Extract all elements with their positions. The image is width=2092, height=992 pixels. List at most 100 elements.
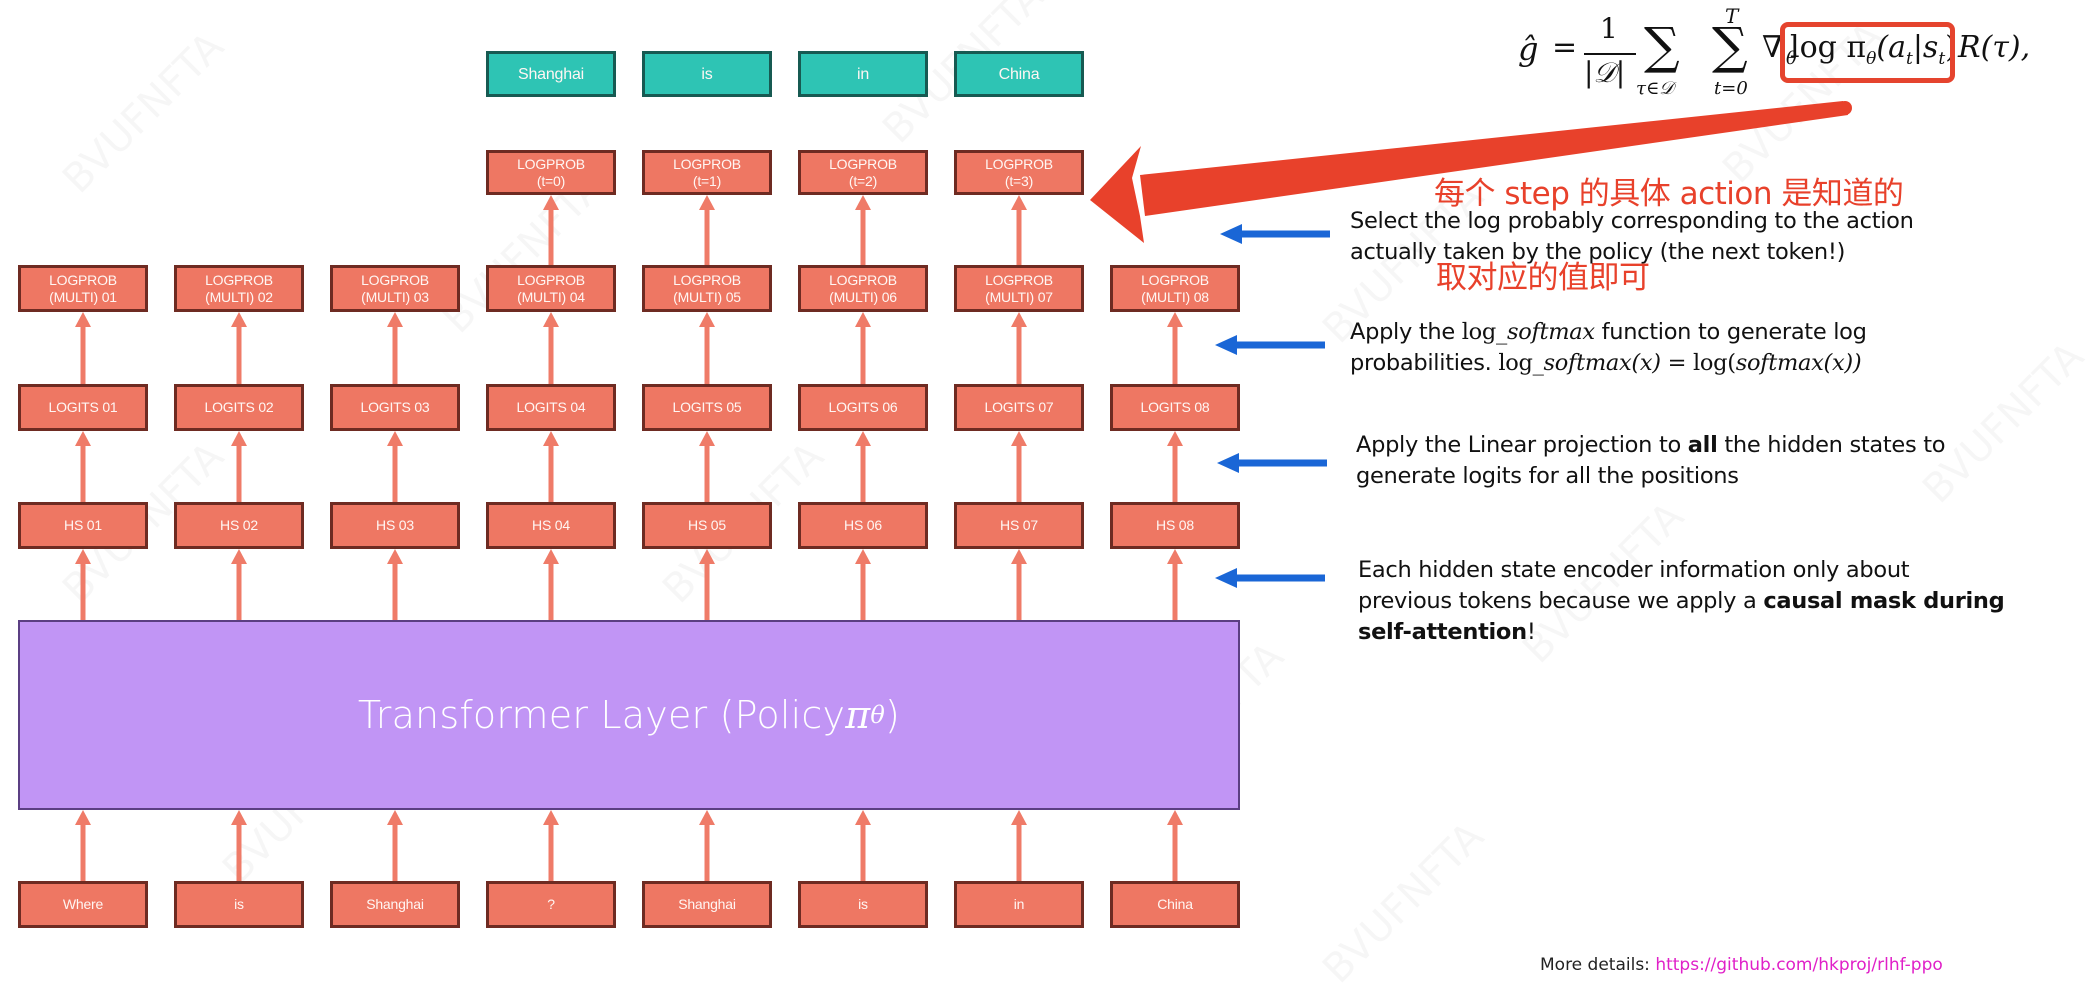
annotation-cn-line2: 取对应的值即可 — [1436, 260, 1650, 296]
logprob-selected-box-label: LOGPROB — [985, 155, 1053, 172]
output-token-box: Shanghai — [486, 51, 616, 97]
formula-equals: = — [1552, 30, 1578, 65]
logits-box-label: LOGITS 04 — [516, 399, 586, 415]
hidden-state-box: HS 01 — [18, 502, 148, 549]
logits-box: LOGITS 07 — [954, 384, 1084, 431]
logits-box-label: LOGITS 01 — [48, 399, 118, 415]
formula-sum-1-subscript: τ∈𝒟 — [1636, 78, 1674, 99]
logits-box: LOGITS 02 — [174, 384, 304, 431]
hidden-state-box: HS 04 — [486, 502, 616, 549]
logprob-multi-box-label: LOGPROB — [205, 271, 273, 288]
footer-link[interactable]: https://github.com/hkproj/rlhf-ppo — [1655, 955, 1943, 975]
note-select-line1: Select the log probably corresponding to… — [1350, 208, 1914, 234]
input-token-box: is — [174, 881, 304, 928]
blue-arrow-left-icon — [1220, 224, 1330, 244]
text: the hidden states to — [1717, 432, 1946, 458]
math-arg: (x)) — [1823, 350, 1862, 376]
logprob-selected-box-label-2: (t=1) — [692, 172, 722, 189]
logprob-selected-box: LOGPROB(t=3) — [954, 150, 1084, 195]
arrow-transformer-to-hs — [387, 549, 403, 620]
logprob-selected-box-label: LOGPROB — [517, 155, 585, 172]
arrow-logits-to-logprob — [543, 312, 559, 384]
arrow-multi-to-selected — [543, 195, 559, 265]
formula-pi-subscript: θ — [1866, 49, 1877, 69]
policy-theta-subscript: θ — [870, 701, 886, 729]
text-bold: causal mask during — [1763, 588, 2005, 614]
logprob-selected-box-label: LOGPROB — [829, 155, 897, 172]
red-pointer-arrow-icon — [1090, 101, 1852, 243]
formula-args-mid: |s — [1912, 30, 1939, 65]
arrow-hs-to-logits — [387, 431, 403, 502]
logits-box: LOGITS 06 — [798, 384, 928, 431]
logprob-multi-box-label-2: (MULTI) 04 — [517, 288, 585, 305]
arrow-transformer-to-hs — [231, 549, 247, 620]
hidden-state-box: HS 02 — [174, 502, 304, 549]
policy-pi-symbol: π — [845, 693, 871, 737]
arrow-transformer-to-hs — [699, 549, 715, 620]
math-log-softmax: log_softmax — [1462, 319, 1595, 345]
note-linear-line1: Apply the Linear projection to all the h… — [1356, 430, 1946, 461]
logits-box: LOGITS 05 — [642, 384, 772, 431]
arrow-hs-to-logits — [699, 431, 715, 502]
arrow-transformer-to-hs — [1011, 549, 1027, 620]
hidden-state-box: HS 07 — [954, 502, 1084, 549]
logprob-multi-box-label: LOGPROB — [673, 271, 741, 288]
note-select-line2: actually taken by the policy (the next t… — [1350, 239, 1846, 265]
formula-highlight-box — [1780, 22, 1955, 83]
logprob-multi-box-label: LOGPROB — [985, 271, 1053, 288]
hidden-state-box-label: HS 02 — [220, 517, 258, 533]
math-arg: (x) — [1631, 350, 1661, 376]
transformer-label: Transformer Layer (Policy — [357, 693, 846, 737]
formula-args-open: (a — [1876, 30, 1906, 65]
annotation-cn-line1: 每个 step 的具体 action 是知道的 — [1434, 176, 1904, 212]
logits-box-label: LOGITS 02 — [204, 399, 274, 415]
formula-args-sub2: t — [1938, 49, 1946, 69]
connector-arrows — [75, 101, 1852, 881]
formula-nabla: ∇ — [1762, 30, 1783, 65]
arrow-input-to-transformer — [699, 810, 715, 881]
input-token-box-label: is — [858, 896, 868, 912]
logprob-multi-box-label: LOGPROB — [1141, 271, 1209, 288]
arrow-logits-to-logprob — [75, 312, 91, 384]
math-italic: softmax — [1735, 350, 1824, 376]
formula-nabla-subscript: θ — [1786, 48, 1797, 69]
input-token-box-label: is — [234, 896, 244, 912]
formula-log-pi-text: log π — [1790, 30, 1867, 65]
note-select-logprob: Select the log probably corresponding to… — [1350, 206, 1914, 268]
formula-frac-bar — [1584, 53, 1636, 55]
input-token-box-label: Shanghai — [678, 896, 736, 912]
logprob-multi-box-label: LOGPROB — [49, 271, 117, 288]
logprob-multi-box-label-2: (MULTI) 02 — [205, 288, 273, 305]
hidden-state-box-label: HS 08 — [1156, 517, 1194, 533]
note-causal-line1: Each hidden state encoder information on… — [1358, 557, 1910, 583]
hidden-state-box: HS 06 — [798, 502, 928, 549]
logprob-multi-box-label: LOGPROB — [517, 271, 585, 288]
logprob-selected-box-label-2: (t=3) — [1004, 172, 1034, 189]
hidden-state-box-label: HS 01 — [64, 517, 102, 533]
note-log-softmax-line2: probabilities. log_softmax(x) = log(soft… — [1350, 348, 1867, 379]
footer-prefix: More details: — [1540, 955, 1656, 975]
output-token-box: in — [798, 51, 928, 97]
text: ! — [1526, 619, 1536, 645]
arrow-transformer-to-hs — [75, 549, 91, 620]
logits-box-label: LOGITS 05 — [672, 399, 742, 415]
arrow-logits-to-logprob — [1011, 312, 1027, 384]
logprob-selected-box: LOGPROB(t=0) — [486, 150, 616, 195]
blue-arrow-left-icon — [1217, 453, 1327, 473]
logprob-selected-box: LOGPROB(t=1) — [642, 150, 772, 195]
input-token-box: Shanghai — [642, 881, 772, 928]
math-fn: log( — [1693, 350, 1736, 376]
text: Apply the Linear projection to — [1356, 432, 1688, 458]
input-token-box: Shanghai — [330, 881, 460, 928]
note-log-softmax: Apply the log_softmax function to genera… — [1350, 317, 1867, 379]
text-bold: all — [1687, 432, 1718, 458]
logprob-multi-box-label-2: (MULTI) 05 — [673, 288, 741, 305]
formula-sum-2-subscript: t=0 — [1714, 78, 1748, 99]
output-token-box: China — [954, 51, 1084, 97]
logits-box: LOGITS 08 — [1110, 384, 1240, 431]
logprob-multi-box: LOGPROB(MULTI) 04 — [486, 265, 616, 312]
input-token-box: ? — [486, 881, 616, 928]
arrow-hs-to-logits — [231, 431, 247, 502]
logits-box-label: LOGITS 08 — [1140, 399, 1210, 415]
arrow-input-to-transformer — [75, 810, 91, 881]
